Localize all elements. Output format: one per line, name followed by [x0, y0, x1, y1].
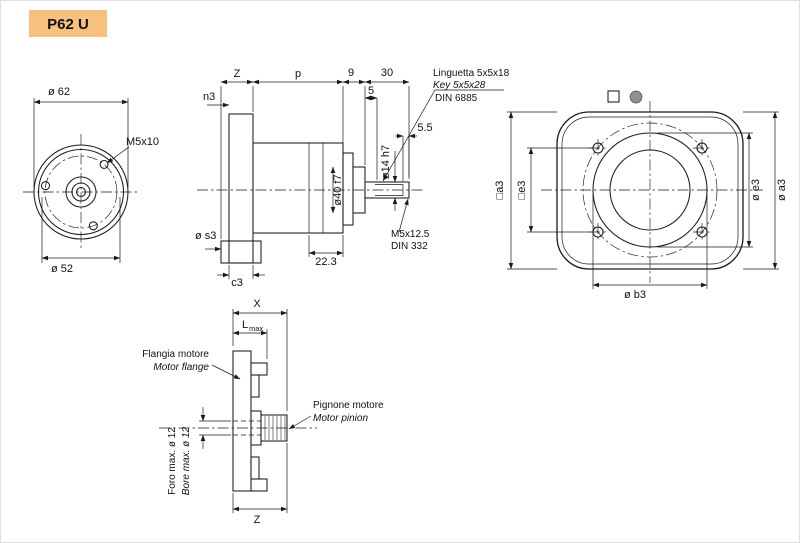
label-bore-english: Bore max. ø 12 — [181, 426, 192, 495]
dim-z: Z — [234, 68, 241, 80]
dim-square-e3: □e3 — [516, 181, 528, 200]
label-flange-italian: Flangia motore — [142, 349, 209, 360]
label-tap-din: DIN 332 — [391, 241, 428, 252]
label-pinion-italian: Pignone motore — [313, 400, 384, 411]
dim-b3-diameter: ø b3 — [624, 289, 646, 301]
square-flange-outline — [556, 111, 744, 270]
housing-body — [252, 142, 344, 234]
title-badge-bg — [29, 10, 107, 37]
dim-x: X — [253, 298, 261, 310]
mount-hole — [99, 159, 109, 169]
mount-hole — [40, 181, 51, 191]
square-symbol — [607, 90, 620, 103]
title-badge: P62 U — [29, 10, 107, 37]
side-view: Z p 9 30 5 n3 Linguetta 5x5x18 Key 5x5x2… — [195, 67, 510, 289]
page-title: P62 U — [47, 16, 89, 33]
label-pinion-english: Motor pinion — [313, 413, 368, 424]
label-key-italian: Linguetta 5x5x18 — [433, 68, 510, 79]
label-screw-size: M5x10 — [126, 136, 159, 148]
bore-circle — [609, 149, 691, 231]
dim-30: 30 — [381, 67, 393, 79]
dim-c3: c3 — [231, 277, 243, 289]
motor-pinion-shape — [260, 414, 288, 442]
label-bore-italian: Foro max. ø 12 — [167, 427, 178, 495]
label-key-din: DIN 6885 — [435, 93, 478, 104]
mount-hole — [88, 221, 98, 231]
dim-p: p — [295, 68, 301, 80]
dim-22-3: 22.3 — [315, 256, 336, 268]
dim-l-sub: max — [249, 324, 263, 333]
flange-foot — [220, 240, 262, 264]
dim-pilot-diameter: ø40 f7 — [332, 174, 344, 205]
label-flange-english: Motor flange — [153, 362, 209, 373]
dim-5-5: 5.5 — [417, 122, 432, 134]
dim-z-motor: Z — [254, 514, 261, 526]
dim-s3: ø s3 — [195, 230, 216, 242]
dim-a3-diameter: ø a3 — [776, 179, 788, 201]
dim-9: 9 — [348, 67, 354, 79]
bolt-holes — [589, 139, 711, 241]
circle-symbol — [629, 90, 643, 104]
label-key-english: Key 5x5x28 — [433, 80, 486, 91]
motor-view: X L max Z Flangia motore Motor flange Pi… — [142, 298, 384, 526]
dim-n3: n3 — [203, 91, 215, 103]
dim-bolt-circle: ø 52 — [51, 263, 73, 275]
dim-e3-diameter: ø e3 — [750, 179, 762, 201]
dim-l: L — [242, 319, 248, 331]
dim-square-a3: □a3 — [494, 181, 506, 200]
pilot-circle — [592, 132, 708, 248]
dim-outer-diameter: ø 62 — [48, 86, 70, 98]
rear-view: □a3 □e3 ø e3 ø a3 ø b3 — [494, 90, 788, 301]
label-tap: M5x12.5 — [391, 229, 430, 240]
output-shaft — [364, 181, 410, 199]
front-view: ø 62 ø 52 M5x10 — [23, 86, 159, 275]
dim-shaft-diameter: ø14 h7 — [380, 145, 392, 179]
end-cap — [342, 152, 354, 226]
pinion-teeth — [264, 416, 286, 440]
dim-5: 5 — [368, 85, 374, 97]
